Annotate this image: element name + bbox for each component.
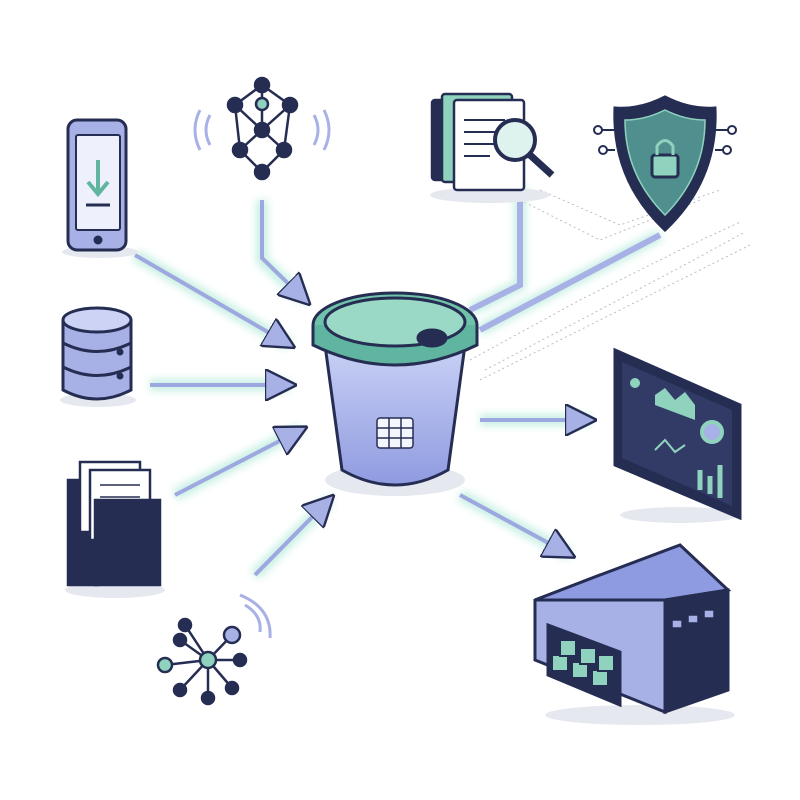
arrow-phone [133, 253, 285, 342]
pipe-shield [478, 232, 662, 333]
document-search-icon [430, 92, 555, 203]
warehouse-icon [533, 543, 735, 725]
file-folder-icon [65, 460, 165, 598]
arrow-warehouse [459, 493, 565, 552]
arrow-files [174, 432, 297, 497]
table-grid-icon [376, 417, 414, 449]
central-data-bucket-icon [311, 291, 479, 496]
mobile-download-icon [62, 118, 138, 258]
flow-arrows [131, 185, 663, 580]
security-shield-lock-icon [593, 95, 737, 233]
database-icon [60, 306, 136, 407]
network-graph-icon [193, 76, 331, 181]
analytics-dashboard-icon [613, 347, 742, 523]
iot-network-icon [156, 593, 272, 706]
arrow-network [260, 200, 302, 297]
arrow-iot [253, 503, 326, 577]
pipe-document-search [468, 185, 523, 313]
